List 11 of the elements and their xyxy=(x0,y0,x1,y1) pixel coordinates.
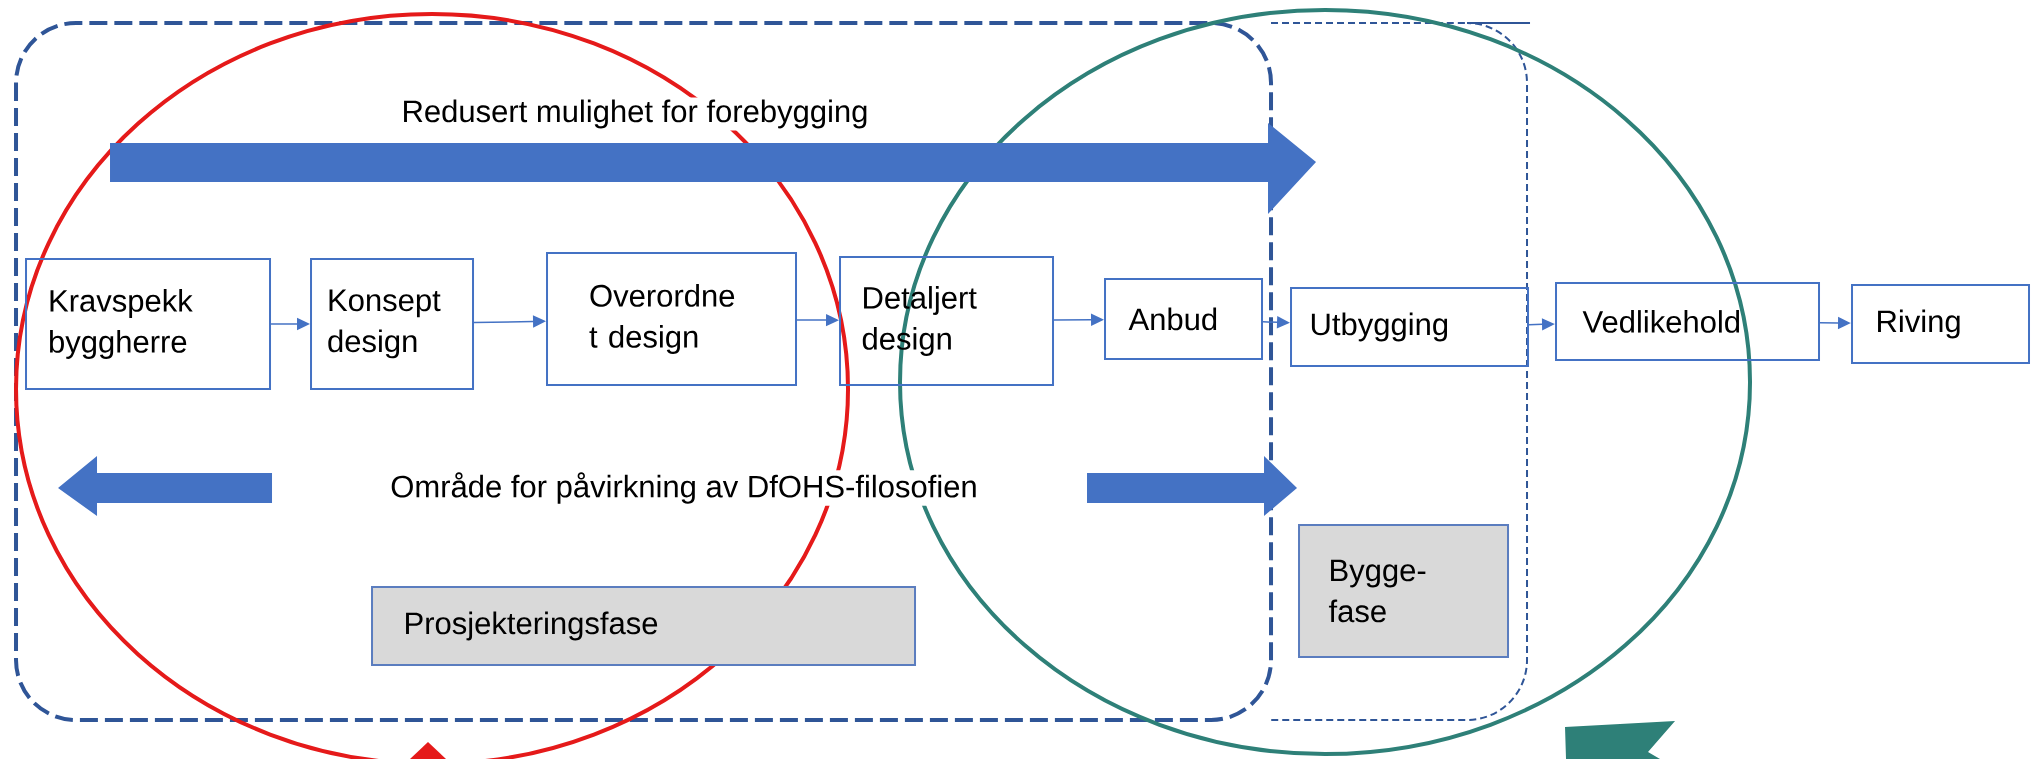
process-box: Riving xyxy=(1851,284,2030,364)
phase-box: Prosjekteringsfase xyxy=(371,586,916,666)
process-box: Anbud xyxy=(1104,278,1263,360)
process-box: Kravspekk byggherre xyxy=(25,258,271,390)
process-box: Vedlikehold xyxy=(1555,282,1820,361)
process-box: Konsept design xyxy=(310,258,474,390)
process-box: Utbygging xyxy=(1290,287,1529,367)
arrow-label: Redusert mulighet for forebygging xyxy=(399,97,871,131)
phase-box: Bygge- fase xyxy=(1298,524,1509,658)
arrow-label: Område for påvirkning av DfOHS-filosofien xyxy=(388,470,980,506)
process-box: Overordne t design xyxy=(546,252,797,386)
